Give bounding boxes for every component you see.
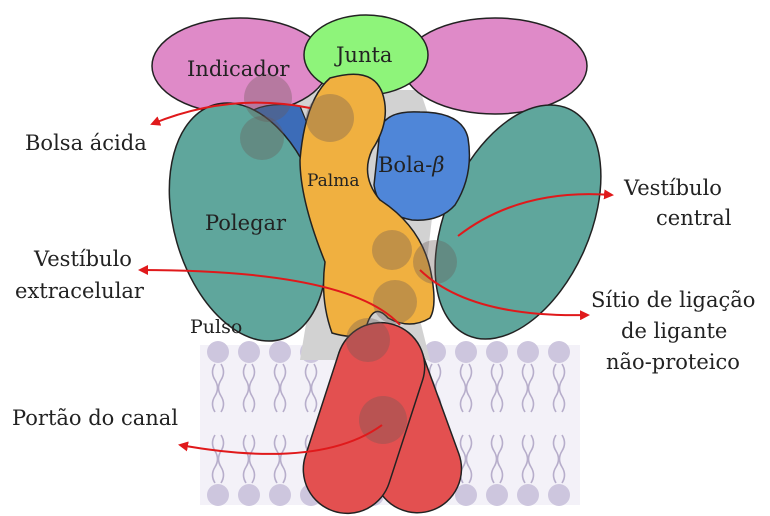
label-portao: Portão do canal	[12, 406, 178, 430]
label-sitio-2: de ligante	[621, 319, 727, 343]
label-bola: Bola-β	[378, 153, 445, 177]
label-palma: Palma	[307, 171, 360, 191]
label-vestibulo-extracelular-1: Vestíbulo	[33, 247, 132, 271]
label-vestibulo-central-2: central	[656, 206, 732, 230]
label-pulso: Pulso	[190, 316, 242, 338]
label-sitio-1: Sítio de ligação	[591, 288, 755, 312]
label-sitio-3: não-proteico	[606, 350, 740, 374]
label-polegar: Polegar	[205, 211, 287, 235]
indicador-domain-right	[403, 18, 587, 114]
label-junta: Junta	[334, 43, 392, 67]
label-bolsa-acida: Bolsa ácida	[25, 131, 147, 155]
label-vestibulo-central-1: Vestíbulo	[623, 176, 722, 200]
label-indicador: Indicador	[187, 57, 290, 81]
label-vestibulo-extracelular-2: extracelular	[15, 279, 145, 303]
